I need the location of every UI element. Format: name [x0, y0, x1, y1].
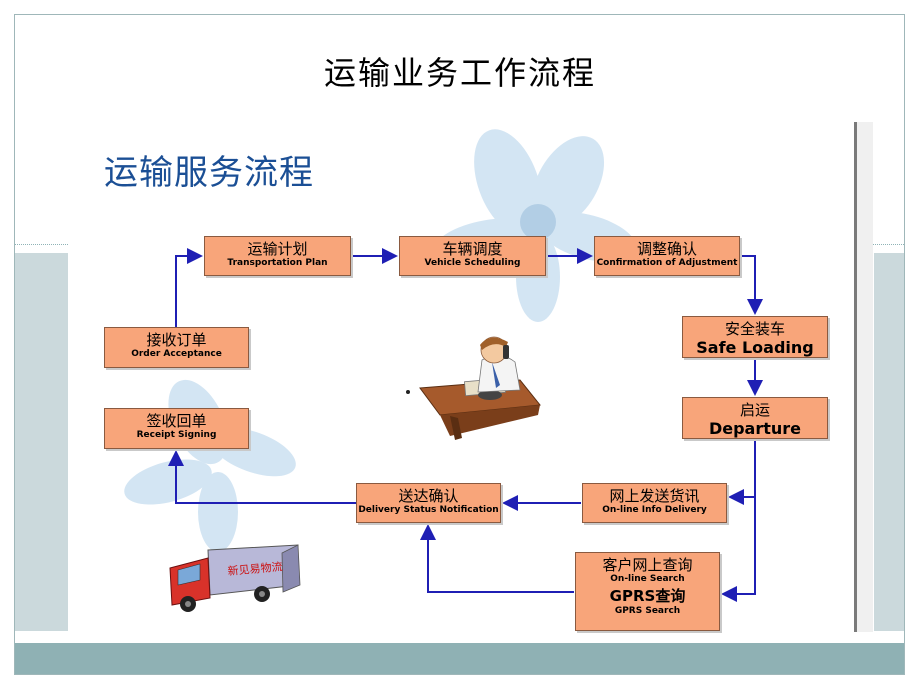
arrow-search-to-delivery	[420, 524, 574, 593]
flowchart-image	[68, 122, 854, 632]
box-en-label: Safe Loading	[696, 338, 814, 357]
box-cn-label: 签收回单	[146, 412, 207, 430]
box-customer-search: 客户网上查询 On-line Search GPRS查询 GPRS Search	[575, 552, 720, 631]
box-en-label: Delivery Status Notification	[358, 505, 499, 515]
image-edge	[854, 122, 857, 632]
figure-title: 运输服务流程	[104, 153, 314, 193]
footer-bar	[15, 643, 904, 674]
box-transportation-plan: 运输计划 Transportation Plan	[204, 236, 351, 276]
truck-logo: 新见易物流	[227, 559, 283, 578]
box-en-label: On-line Info Delivery	[602, 505, 707, 515]
box-online-info-delivery: 网上发送货讯 On-line Info Delivery	[582, 483, 727, 523]
box-cn-label: 启运	[739, 401, 770, 419]
box-cn-label: 网上发送货讯	[609, 487, 700, 505]
box-cn-label: 客户网上查询	[602, 556, 693, 574]
box-cn-label: 送达确认	[398, 487, 459, 505]
box-receipt-signing: 签收回单 Receipt Signing	[104, 408, 249, 449]
box-order-acceptance: 接收订单 Order Acceptance	[104, 327, 249, 368]
box-en-label: Receipt Signing	[136, 430, 217, 440]
arrow-departure-to-search	[721, 439, 756, 602]
box-cn2-label: GPRS查询	[609, 587, 686, 605]
side-band-left	[15, 253, 68, 631]
arrow-delivery-to-receipt	[168, 450, 356, 504]
arrow-confirm-to-loading	[740, 255, 763, 315]
box-cn-label: 安全装车	[724, 320, 785, 338]
box-departure: 启运 Departure	[682, 397, 828, 439]
box-en-label: Vehicle Scheduling	[424, 258, 521, 268]
slide-title: 运输业务工作流程	[323, 54, 596, 92]
slide-frame	[14, 14, 905, 675]
box-delivery-notification: 送达确认 Delivery Status Notification	[356, 483, 501, 523]
side-band-right	[874, 253, 904, 631]
box-en2-label: GPRS Search	[614, 606, 681, 616]
image-edge-light	[857, 122, 873, 632]
box-en-label: On-line Search	[610, 574, 685, 584]
box-safe-loading: 安全装车 Safe Loading	[682, 316, 828, 358]
box-cn-label: 调整确认	[636, 240, 697, 258]
box-en-label: Transportation Plan	[227, 258, 328, 268]
arrow-order-to-plan	[175, 248, 203, 330]
box-cn-label: 接收订单	[146, 331, 207, 349]
box-confirmation-adjustment: 调整确认 Confirmation of Adjustment	[594, 236, 740, 276]
box-en-label: Departure	[708, 419, 802, 438]
box-en-label: Confirmation of Adjustment	[596, 258, 738, 268]
box-cn-label: 运输计划	[247, 240, 308, 258]
box-en-label: Order Acceptance	[131, 349, 222, 359]
box-cn-label: 车辆调度	[442, 240, 503, 258]
box-vehicle-scheduling: 车辆调度 Vehicle Scheduling	[399, 236, 546, 276]
